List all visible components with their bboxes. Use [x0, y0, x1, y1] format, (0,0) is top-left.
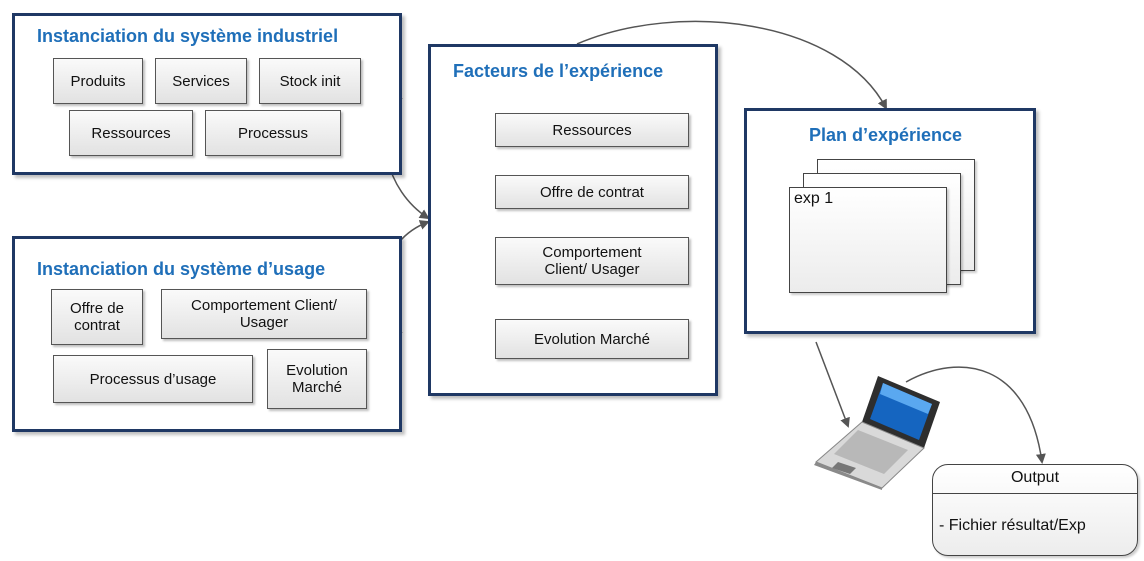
- factor-ressources: Ressources: [495, 113, 689, 147]
- item-offre-de-contrat: Offre de contrat: [51, 289, 143, 345]
- output-divider: [933, 493, 1137, 494]
- industrial-system-panel: Instanciation du système industriel Prod…: [12, 13, 402, 175]
- arrow-factors-to-plan: [576, 20, 887, 110]
- usage-system-title: Instanciation du système d’usage: [37, 259, 326, 279]
- factor-comportement-client: Comportement Client/ Usager: [495, 237, 689, 285]
- factors-panel: Facteurs de l’expérience Ressources Offr…: [428, 44, 718, 396]
- item-comportement-client: Comportement Client/ Usager: [161, 289, 367, 339]
- item-services: Services: [155, 58, 247, 104]
- factor-offre-de-contrat: Offre de contrat: [495, 175, 689, 209]
- item-produits: Produits: [53, 58, 143, 104]
- plan-sheet-front: exp 1: [789, 187, 947, 293]
- item-stock-init: Stock init: [259, 58, 361, 104]
- item-evolution-marche: Evolution Marché: [267, 349, 367, 409]
- factors-title: Facteurs de l’expérience: [453, 61, 664, 81]
- plan-sheet-label: exp 1: [794, 190, 834, 207]
- plan-title: Plan d’expérience: [809, 125, 963, 145]
- usage-system-panel: Instanciation du système d’usage Offre d…: [12, 236, 402, 432]
- factor-evolution-marche: Evolution Marché: [495, 319, 689, 359]
- item-processus-usage: Processus d’usage: [53, 355, 253, 403]
- output-content: - Fichier résultat/Exp: [939, 517, 1086, 534]
- arrow-plan-to-laptop: [815, 341, 850, 428]
- laptop-icon: [814, 376, 940, 490]
- item-processus: Processus: [205, 110, 341, 156]
- item-ressources: Ressources: [69, 110, 193, 156]
- plan-panel: Plan d’expérience exp 1: [744, 108, 1036, 334]
- industrial-system-title: Instanciation du système industriel: [37, 26, 339, 46]
- output-box: Output - Fichier résultat/Exp: [932, 464, 1138, 556]
- arrow-laptop-to-output: [905, 366, 1046, 464]
- output-title: Output: [1010, 469, 1060, 486]
